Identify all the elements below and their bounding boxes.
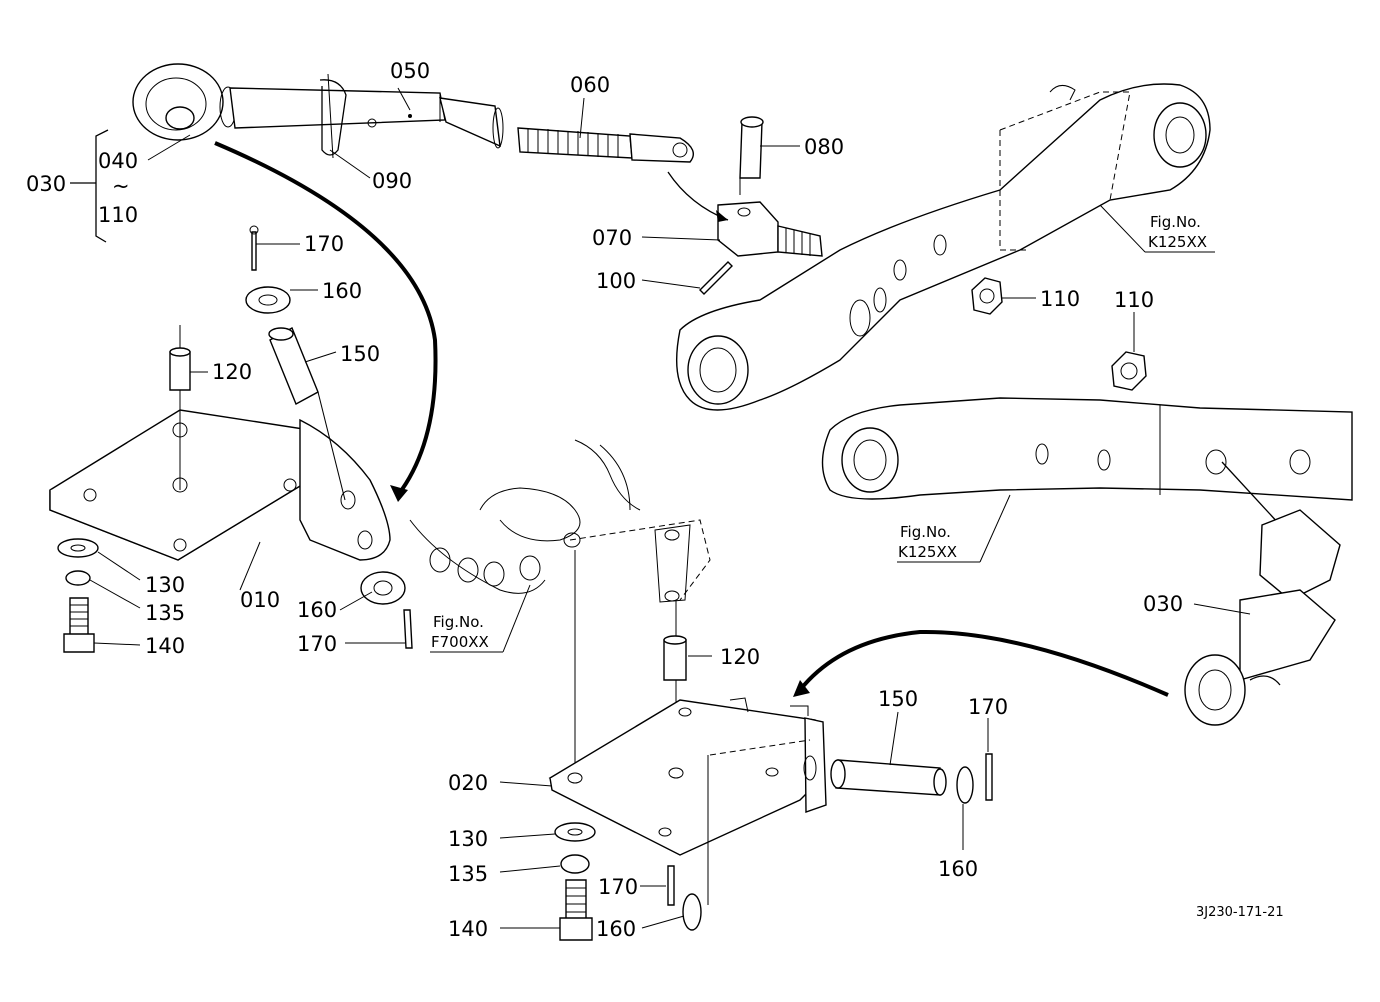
- label-020: 020: [448, 771, 488, 795]
- top-link-assembly: [132, 63, 694, 163]
- washer-130-a: [57, 538, 99, 558]
- clip-090: [319, 79, 347, 156]
- label-080: 080: [804, 135, 844, 159]
- fig-ref-a-title: Fig.No.: [1150, 213, 1201, 231]
- cotter-170-d: [667, 865, 675, 906]
- label-050: 050: [390, 59, 430, 83]
- label-130-b: 130: [448, 827, 488, 851]
- label-140-b: 140: [448, 917, 488, 941]
- ball-joint-040: [132, 63, 224, 141]
- drawing-code: 3J230-171-21: [1196, 905, 1284, 920]
- label-160-b: 160: [297, 598, 337, 622]
- label-150-a: 150: [340, 342, 380, 366]
- label-100: 100: [596, 269, 636, 293]
- label-120-b: 120: [720, 645, 760, 669]
- label-140-a: 140: [145, 634, 185, 658]
- washer-160-b: [360, 571, 406, 605]
- arrow-left: [214, 141, 438, 497]
- label-010: 010: [240, 588, 280, 612]
- figure-references: Fig.No. K125XX Fig.No. K125XX Fig.No. F7…: [431, 213, 1207, 651]
- label-110-b: 110: [1114, 288, 1154, 312]
- threaded-rod-060: [517, 127, 633, 159]
- bolt-140-a: [63, 597, 95, 653]
- tractor-frame-sketch: [409, 439, 711, 775]
- lockwasher-135-b: [560, 854, 590, 874]
- label-tilde: ~: [112, 174, 130, 198]
- spacer-120-a: [169, 347, 191, 391]
- label-170-b: 170: [297, 632, 337, 656]
- pin-150-a: [268, 327, 346, 501]
- tube-050: [229, 87, 446, 129]
- arrow-right: [798, 629, 1169, 697]
- label-060: 060: [570, 73, 610, 97]
- cotter-170-c: [985, 753, 993, 801]
- clevis-070: [717, 201, 823, 257]
- leader-lines: [89, 87, 1251, 929]
- label-160-c: 160: [938, 857, 978, 881]
- label-030-top: 030: [26, 172, 66, 196]
- label-160-d: 160: [596, 917, 636, 941]
- pin-080: [739, 116, 764, 195]
- label-040: 040: [98, 149, 138, 173]
- part-labels: 050 060 080 030 040 ~ 110 090 070 100 11…: [26, 59, 1183, 941]
- washer-130-b: [554, 822, 596, 842]
- washer-160-c: [956, 766, 974, 804]
- cotter-170-b: [403, 609, 413, 649]
- label-150-b: 150: [878, 687, 918, 711]
- label-030-right: 030: [1143, 592, 1183, 616]
- lift-rod-030: [1184, 461, 1341, 726]
- cotter-170-a: [251, 231, 257, 271]
- label-110-range: 110: [98, 203, 138, 227]
- label-110-a: 110: [1040, 287, 1080, 311]
- label-135-b: 135: [448, 862, 488, 886]
- lower-link-lower: [821, 397, 1353, 501]
- label-170-a: 170: [304, 232, 344, 256]
- fig-ref-a-code: K125XX: [1148, 233, 1207, 251]
- label-090: 090: [372, 169, 412, 193]
- label-160-a: 160: [322, 279, 362, 303]
- fig-ref-b-code: K125XX: [898, 543, 957, 561]
- label-070: 070: [592, 226, 632, 250]
- range-bracket: [95, 129, 109, 243]
- label-135-a: 135: [145, 601, 185, 625]
- bolt-140-b: [559, 879, 593, 941]
- label-170-d: 170: [598, 875, 638, 899]
- fig-ref-c-code: F700XX: [431, 633, 489, 651]
- nut-110-b: [1111, 351, 1147, 391]
- label-130-a: 130: [145, 573, 185, 597]
- label-120-a: 120: [212, 360, 252, 384]
- lockwasher-135-a: [65, 570, 91, 586]
- bracket-020: [548, 697, 827, 905]
- pin-150-b: [830, 759, 947, 796]
- fig-ref-b-title: Fig.No.: [900, 523, 951, 541]
- washer-160-a: [245, 286, 291, 314]
- label-170-c: 170: [968, 695, 1008, 719]
- lower-link-upper: [675, 83, 1211, 411]
- nut-110-a: [971, 277, 1003, 315]
- washer-160-d: [682, 893, 702, 931]
- fig-ref-c-title: Fig.No.: [433, 613, 484, 631]
- pin-100: [699, 261, 733, 295]
